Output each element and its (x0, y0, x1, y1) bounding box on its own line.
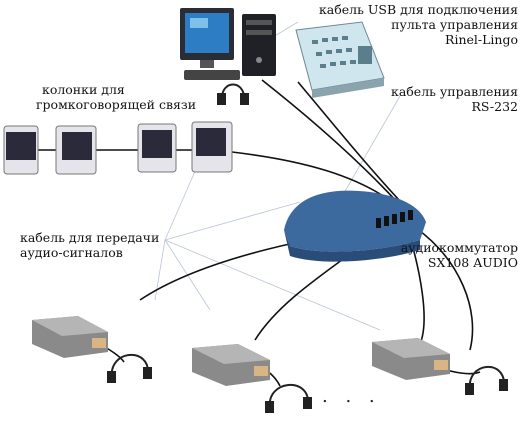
speakers-label-line: колонки для (42, 82, 125, 97)
audio-box-icon (32, 316, 108, 358)
rs232-cable-label-line: RS-232 (471, 99, 518, 114)
headset-icon (217, 83, 249, 105)
switch-label: аудиокоммутатор SX108 AUDIO (401, 240, 518, 270)
audio-leader-line-4 (164, 159, 201, 241)
rs232-leader-line (339, 95, 401, 201)
headset-icon (465, 366, 508, 395)
headset-icon (107, 354, 152, 383)
usb-cable-label-line: пульта управления (391, 17, 518, 32)
usb-cable-label-line: Rinel-Lingo (445, 32, 518, 47)
usb-cable-label-line: кабель USB для подключения (318, 2, 518, 17)
audio-cable-label: кабель для передачи аудио-сигналов (20, 230, 159, 260)
speaker-icon (191, 121, 233, 173)
usb-cable (261, 79, 409, 215)
speaker-icon (137, 123, 177, 173)
audio-leader-line-5 (164, 239, 381, 331)
audio-cable-label-line: кабель для передачи (20, 230, 160, 245)
more-workstations-ellipsis: . . . (322, 386, 381, 407)
rs232-cable-label-line: кабель управления (391, 84, 518, 99)
usb-cable-label: кабель USB для подключения пульта управл… (319, 2, 518, 47)
control-console-icon (295, 21, 385, 98)
rs232-cable-label: кабель управления RS-232 (391, 84, 518, 114)
audio-box-icon (192, 344, 270, 386)
audio-box-icon (372, 338, 450, 380)
switch-label-line: аудиокоммутатор (400, 240, 518, 255)
audio-switch-icon (284, 190, 426, 262)
speakers-label-line: громкоговорящей связи (36, 97, 197, 112)
computer-icon (180, 8, 276, 80)
audio-cable-4 (415, 227, 474, 351)
headset-icon (265, 383, 312, 413)
speakers-label: колонки для громкоговорящей связи (36, 82, 196, 112)
speaker-icon (3, 125, 39, 175)
leader-lines (154, 21, 413, 331)
speaker-icon (55, 125, 97, 175)
audio-cable-label-line: аудио-сигналов (20, 245, 123, 260)
audio-leader-line-1 (164, 201, 301, 241)
switch-label-line: SX108 AUDIO (427, 255, 518, 270)
